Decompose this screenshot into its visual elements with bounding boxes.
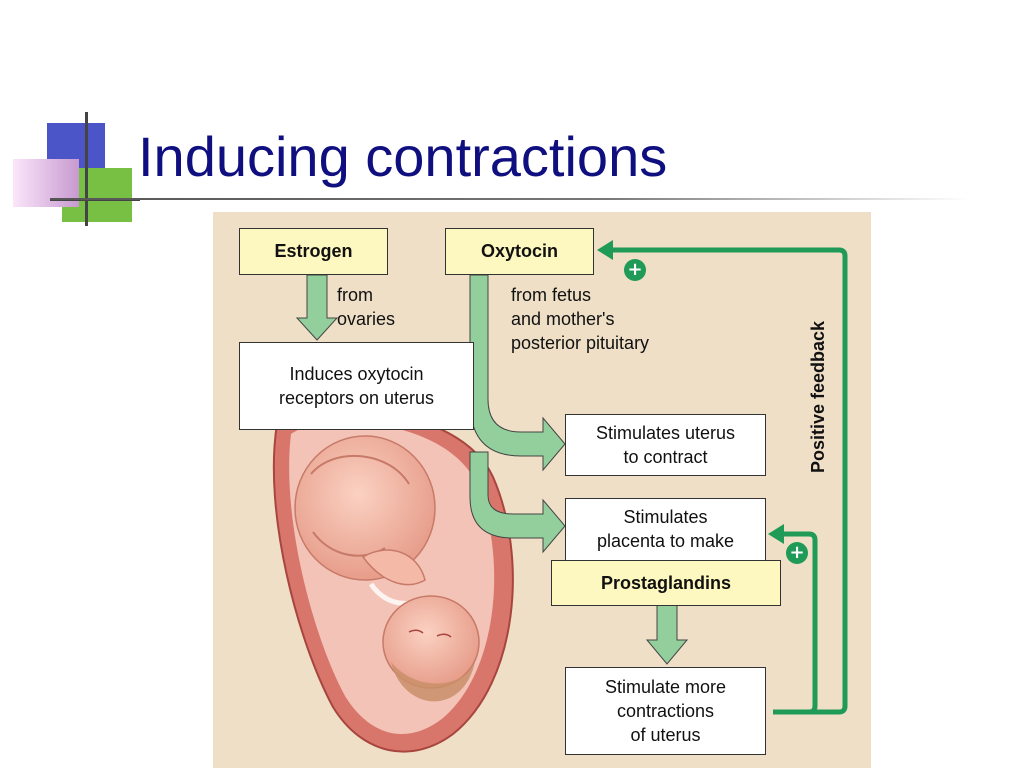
positive-feedback-loop-inner [768, 524, 818, 715]
slide-title: Inducing contractions [138, 125, 668, 188]
estrogen-box: Estrogen [239, 228, 388, 275]
induces-receptors-box: Induces oxytocin receptors on uterus [239, 342, 474, 430]
oxytocin-arrow-to-uterus [469, 274, 566, 472]
oxytocin-source-label: from fetus and mother's posterior pituit… [511, 285, 650, 353]
corner-line-vertical [85, 112, 88, 226]
stimulates-placenta-box: Stimulates placenta to make [565, 498, 766, 564]
positive-feedback-loop-outer [597, 240, 848, 715]
oxytocin-arrow-to-placenta [469, 451, 566, 554]
oxytocin-box: Oxytocin [445, 228, 594, 275]
estrogen-source-label: from ovaries [337, 285, 396, 329]
stimulates-uterus-box: Stimulates uterus to contract [565, 414, 766, 476]
plus-badge-inner: + [786, 542, 808, 564]
figure-graphics [213, 212, 871, 768]
contraction-figure: Estrogen Oxytocin from ovaries from fetu… [213, 212, 871, 768]
title-divider [50, 198, 970, 200]
uterus-fetus-illustration [272, 408, 514, 753]
positive-feedback-label: Positive feedback [808, 320, 828, 474]
prostaglandins-box: Prostaglandins [551, 560, 781, 606]
plus-badge-outer: + [624, 259, 646, 281]
prostaglandins-arrow [645, 604, 689, 665]
stimulate-more-contractions-box: Stimulate more contractions of uterus [565, 667, 766, 755]
estrogen-arrow [295, 274, 339, 341]
